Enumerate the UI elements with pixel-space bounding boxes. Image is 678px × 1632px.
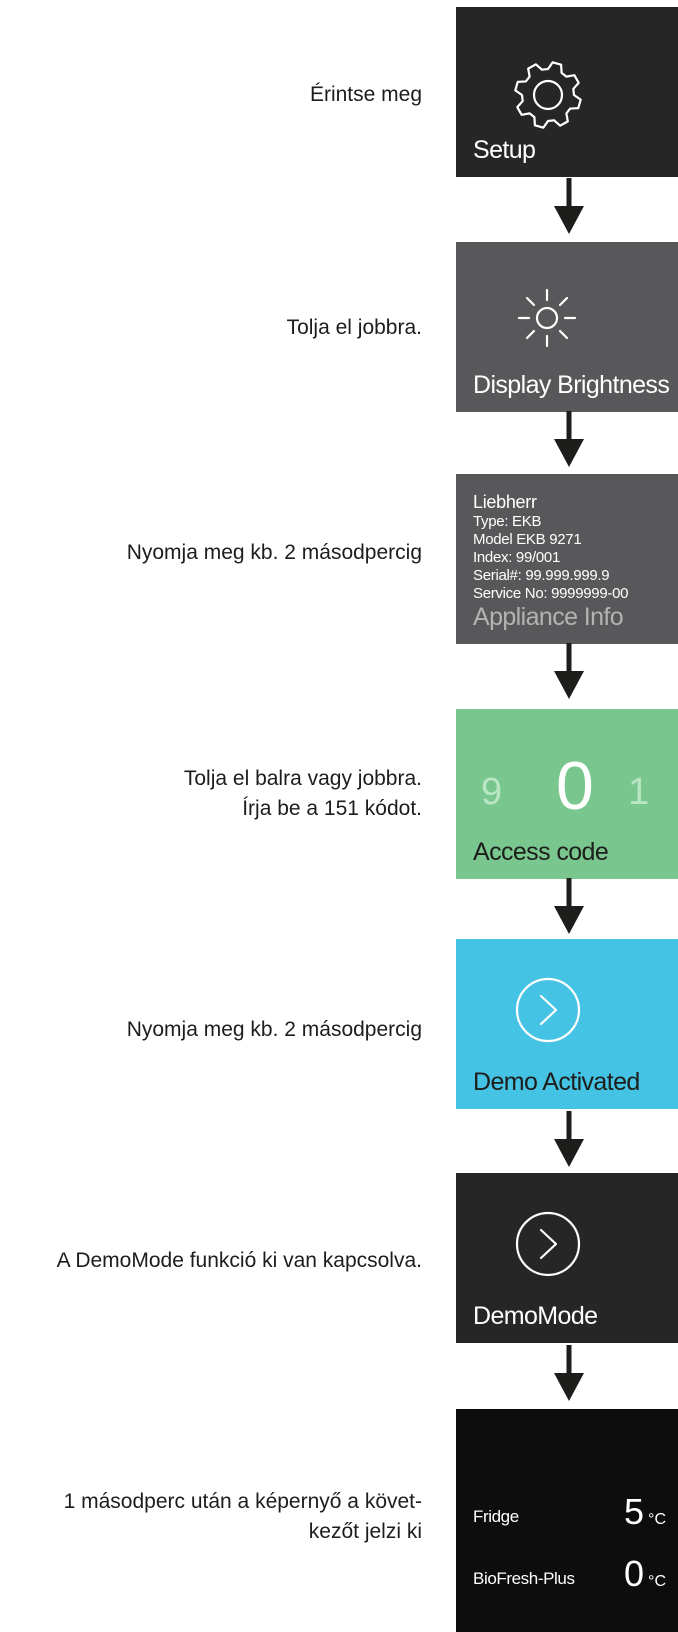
appliance-info-screen[interactable]: Liebherr Type: EKB Model EKB 9271 Index:… bbox=[456, 474, 678, 644]
instruction-text: Tolja el jobbra. bbox=[286, 316, 422, 339]
instruction-step-7: 1 másodperc után a képernyő a követ- kez… bbox=[2, 1487, 422, 1547]
instruction-step-4: Tolja el balra vagy jobbra. Írja be a 15… bbox=[2, 764, 422, 824]
zone-name: BioFresh-Plus bbox=[473, 1569, 575, 1588]
instruction-text: 1 másodperc után a képernyő a követ- bbox=[63, 1490, 422, 1513]
down-arrow-icon bbox=[554, 1111, 584, 1167]
instruction-text: Nyomja meg kb. 2 másodpercig bbox=[126, 541, 422, 564]
digit-next[interactable]: 1 bbox=[628, 771, 650, 813]
zone-temperature: 0 bbox=[623, 1553, 644, 1594]
access-code-label: Access code bbox=[473, 838, 609, 866]
demomode-screen[interactable]: DemoMode bbox=[456, 1173, 678, 1343]
zone-name: Fridge bbox=[473, 1507, 519, 1526]
down-arrow-icon bbox=[554, 411, 584, 467]
temperature-screen: Fridge 5 °C BioFresh-Plus 0 °C bbox=[456, 1409, 678, 1632]
chevron-circle-icon bbox=[515, 1211, 581, 1277]
chevron-circle-icon bbox=[515, 977, 581, 1043]
info-model: Model EKB 9271 bbox=[473, 531, 582, 548]
digit-previous[interactable]: 9 bbox=[481, 771, 503, 813]
brand-name: Liebherr bbox=[473, 492, 537, 512]
instruction-step-1: Érintse meg bbox=[2, 80, 422, 110]
gear-icon bbox=[514, 61, 582, 129]
info-type: Type: EKB bbox=[473, 513, 542, 530]
instruction-text: Tolja el balra vagy jobbra. bbox=[183, 767, 422, 790]
instruction-text: kezőt jelzi ki bbox=[308, 1520, 422, 1543]
down-arrow-icon bbox=[554, 1345, 584, 1401]
instruction-step-2: Tolja el jobbra. bbox=[2, 313, 422, 343]
appliance-info-label: Appliance Info bbox=[473, 603, 624, 631]
instruction-step-5: Nyomja meg kb. 2 másodpercig bbox=[2, 1015, 422, 1045]
fridge-temp-row: Fridge 5 °C bbox=[473, 1489, 666, 1533]
biofresh-temp-row: BioFresh-Plus 0 °C bbox=[473, 1551, 666, 1595]
instruction-step-6: A DemoMode funkció ki van kapcsolva. bbox=[2, 1246, 422, 1276]
setup-screen[interactable]: Setup bbox=[456, 7, 678, 177]
access-code-screen[interactable]: 9 0 1 Access code bbox=[456, 709, 678, 879]
sun-icon bbox=[517, 288, 577, 348]
display-brightness-label: Display Brightness bbox=[473, 371, 670, 399]
instruction-step-3: Nyomja meg kb. 2 másodpercig bbox=[2, 538, 422, 568]
instruction-text: A DemoMode funkció ki van kapcsolva. bbox=[56, 1249, 422, 1272]
instruction-text: Érintse meg bbox=[309, 83, 422, 106]
info-service-no: Service No: 9999999-00 bbox=[473, 585, 629, 602]
info-index: Index: 99/001 bbox=[473, 549, 561, 566]
demo-activated-label: Demo Activated bbox=[473, 1068, 640, 1096]
demomode-label: DemoMode bbox=[473, 1302, 598, 1330]
digit-current[interactable]: 0 bbox=[556, 748, 594, 824]
instruction-text: Nyomja meg kb. 2 másodpercig bbox=[126, 1018, 422, 1041]
instruction-text: Írja be a 151 kódot. bbox=[242, 797, 422, 820]
info-serial: Serial#: 99.999.999.9 bbox=[473, 567, 610, 584]
temperature-unit: °C bbox=[648, 1573, 666, 1590]
temperature-unit: °C bbox=[648, 1511, 666, 1528]
zone-temperature: 5 bbox=[623, 1491, 644, 1532]
down-arrow-icon bbox=[554, 878, 584, 934]
setup-label: Setup bbox=[473, 136, 536, 164]
down-arrow-icon bbox=[554, 178, 584, 234]
down-arrow-icon bbox=[554, 643, 584, 699]
demo-activated-screen[interactable]: Demo Activated bbox=[456, 939, 678, 1109]
appliance-info-block: Liebherr Type: EKB Model EKB 9271 Index:… bbox=[473, 491, 628, 603]
display-brightness-screen[interactable]: Display Brightness bbox=[456, 242, 678, 412]
